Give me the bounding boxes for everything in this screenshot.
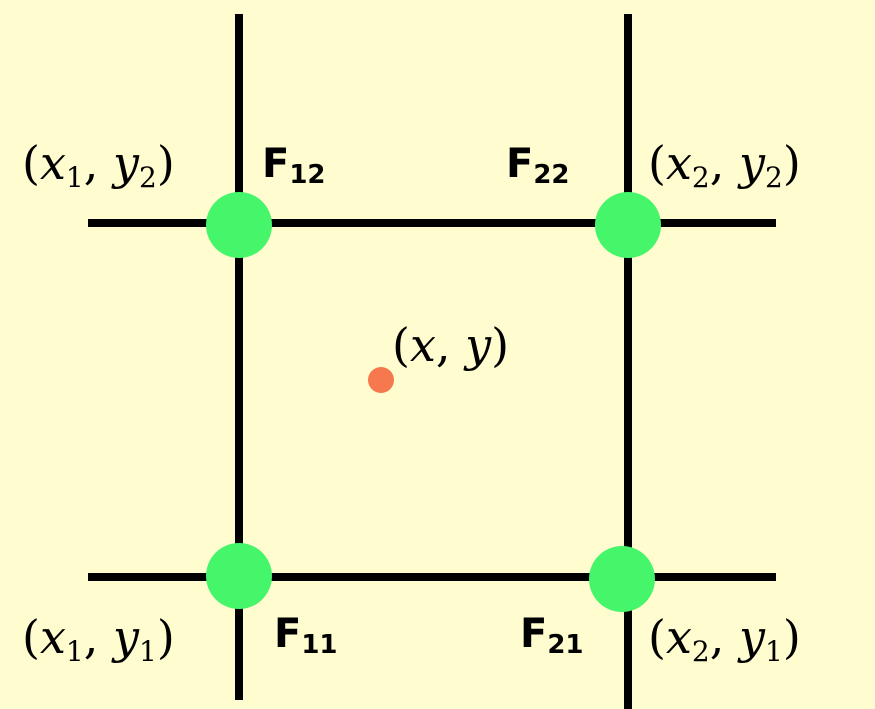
f-label-21: F21 xyxy=(520,611,584,660)
f-label-22: F22 xyxy=(506,141,570,190)
grid-point-top-right xyxy=(595,192,661,258)
interpolation-point xyxy=(368,367,394,393)
grid-point-bottom-left xyxy=(206,543,272,609)
grid-point-top-left xyxy=(206,192,272,258)
coord-label-top-left: (x1, y2) xyxy=(22,136,175,194)
grid-point-bottom-right xyxy=(589,546,655,612)
f-label-11: F11 xyxy=(274,611,338,660)
coord-label-bottom-left: (x1, y1) xyxy=(22,610,175,668)
coord-label-interpolation-point: (x, y) xyxy=(392,318,510,372)
f-label-12: F12 xyxy=(262,141,326,190)
coord-label-top-right: (x2, y2) xyxy=(648,136,801,194)
coord-label-bottom-right: (x2, y1) xyxy=(648,610,801,668)
